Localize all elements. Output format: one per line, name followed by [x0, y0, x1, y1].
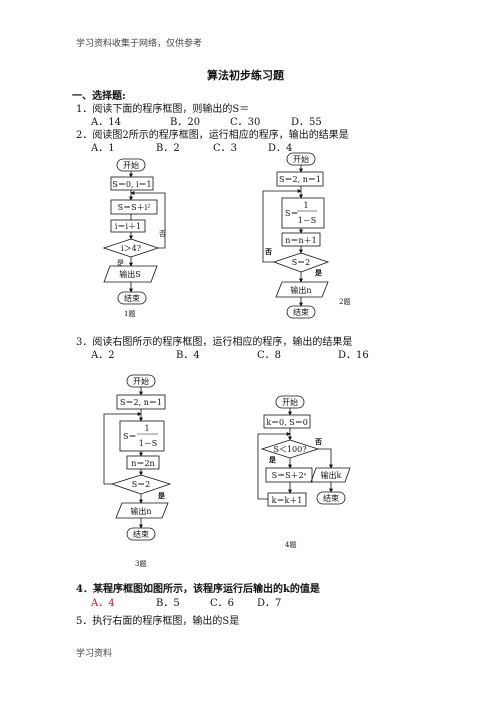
f1-start-label: 开始 [123, 160, 139, 170]
f4-body2-label: k＝k＋1 [272, 496, 303, 505]
f2-body1-denominator: 1－S [298, 216, 317, 225]
f3-init-label: S＝2, n＝1 [120, 398, 162, 407]
f4-end-label: 结束 [323, 493, 339, 503]
f1-body1-box [110, 199, 158, 215]
f2-init-label: S＝2, n＝1 [279, 175, 321, 184]
f2-body2-label: n＝n＋1 [285, 236, 316, 245]
f3-start-label: 开始 [133, 376, 149, 386]
f4-yes-label: 是 [268, 455, 277, 464]
q2-option-b: B．2 [156, 143, 180, 154]
f3-body1-prefix: S＝ [123, 432, 136, 441]
f4-cond-label: S＜100? [273, 445, 306, 454]
f1-caption: 1题 [124, 310, 135, 318]
f3-body1-box [119, 420, 165, 452]
f4-output-parallelogram [310, 467, 351, 483]
f1-no-label: 否 [159, 230, 166, 238]
q3-option-d: D．16 [338, 350, 369, 361]
f1-init-label: S＝0, i＝1 [112, 180, 151, 189]
f4-body2-box [267, 492, 307, 507]
q4-option-d: D．7 [257, 598, 282, 609]
flowchart-3 [103, 374, 172, 541]
f4-output-label: 输出k [321, 470, 342, 480]
f2-end-label: 结束 [293, 307, 309, 317]
f4-caption: 4题 [285, 541, 296, 549]
q1-option-b: B．20 [170, 117, 201, 128]
q4-option-c: C．6 [210, 598, 235, 609]
q1-option-d: D．55 [291, 117, 322, 128]
f1-end-label: 结束 [124, 293, 140, 303]
f1-body1-label: S＝S＋i² [118, 203, 151, 212]
f3-yes-label: 是 [157, 491, 166, 500]
q2-option-d: D．4 [268, 143, 293, 154]
f2-body1-box [281, 197, 325, 229]
f1-output-parallelogram [103, 265, 158, 283]
flowchart-1 [102, 158, 166, 305]
f4-body1-label: S＝S＋2ˢ [272, 471, 307, 480]
question-1-stem: 1．阅读下面的程序框图，则输出的S＝ [76, 104, 250, 115]
page-footer: 学习资料 [76, 649, 113, 659]
f3-cond-label: S＝2 [132, 480, 151, 489]
f3-body2-box [126, 455, 160, 470]
f4-init-box [263, 414, 311, 429]
f3-output-label: 输出n [130, 506, 151, 516]
page-header: 学习资料收集于网络，仅供参考 [76, 39, 203, 49]
f4-body1-box [265, 467, 313, 483]
f2-caption: 2题 [339, 298, 350, 306]
q4-option-b: B．5 [156, 598, 180, 609]
f4-start-label: 开始 [282, 397, 298, 407]
f3-output-parallelogram [115, 502, 169, 519]
f2-output-parallelogram [275, 281, 329, 298]
q1-option-a: A．14 [91, 117, 121, 128]
page-title: 算法初步练习题 [207, 69, 284, 82]
f4-init-label: k＝0, S＝0 [266, 418, 308, 427]
q4-option-a: A．4 [91, 598, 115, 609]
q3-option-b: B．4 [176, 350, 200, 361]
f2-cond-label: S＝2 [292, 258, 311, 267]
f3-body1-numerator: 1 [144, 424, 149, 433]
f3-body1-denominator: 1－S [139, 439, 158, 448]
question-4-stem: 4．某程序框图如图所示，该程序运行后输出的k的值是 [76, 584, 320, 595]
f4-no-label: 否 [314, 437, 322, 446]
question-3-stem: 3．阅读右图所示的程序框图，运行相应的程序，输出的结果是 [76, 337, 353, 348]
question-5-stem: 5．执行右面的程序框图，输出的S是 [76, 616, 240, 627]
f2-body1-numerator: 1 [303, 201, 308, 210]
section-heading: 一、选择题: [72, 91, 126, 102]
f1-body2-label: i＝i＋1 [115, 222, 141, 231]
f2-yes-label: 是 [314, 268, 323, 277]
f3-end-terminal [126, 527, 156, 541]
f4-end-terminal [316, 491, 346, 505]
q3-option-c: C．8 [257, 350, 282, 361]
flowchart-2 [262, 152, 330, 319]
q1-option-c: C．30 [230, 117, 261, 128]
f2-output-label: 输出n [290, 285, 311, 295]
f1-body2-box [110, 219, 146, 233]
f2-body1-prefix: S＝ [285, 209, 298, 218]
question-2-stem: 2．阅读图2所示的程序框图，运行相应的程序，输出的结果是 [76, 130, 349, 141]
f1-cond-label: i＞4? [121, 244, 141, 253]
flowchart-4 [257, 395, 351, 507]
f1-init-box [110, 176, 154, 191]
q2-option-a: A．1 [91, 143, 115, 154]
f1-output-label: 输出S [119, 269, 140, 279]
f3-body2-label: n＝2n [131, 459, 154, 468]
q3-option-a: A．2 [91, 350, 115, 361]
f1-yes-label: 是 [117, 259, 124, 267]
f2-no-label: 否 [264, 247, 272, 256]
f1-end-terminal [117, 291, 147, 305]
f2-init-box [276, 171, 324, 187]
f3-end-label: 结束 [133, 529, 149, 539]
q2-option-c: C．3 [213, 143, 238, 154]
f2-end-terminal [286, 305, 316, 319]
f3-caption: 3题 [135, 560, 146, 568]
f2-start-label: 开始 [293, 154, 309, 164]
